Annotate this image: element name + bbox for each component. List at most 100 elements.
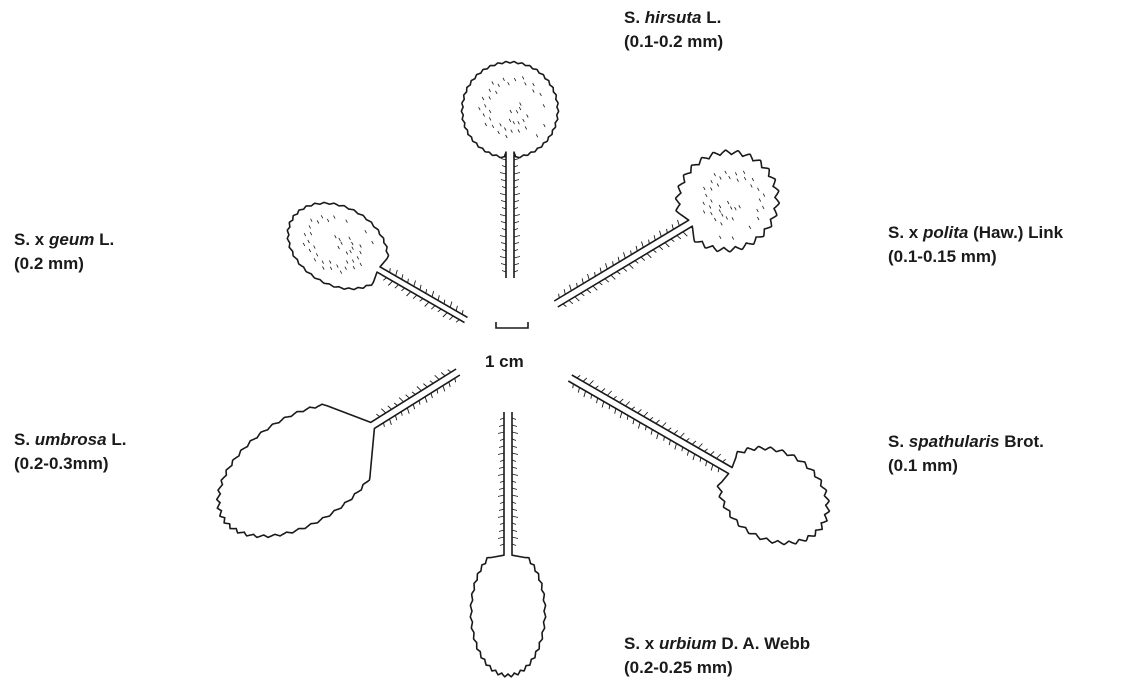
petiole-hair — [500, 194, 506, 196]
petiole-hair — [602, 402, 604, 408]
petiole-hair — [675, 444, 677, 450]
petiole-hair — [401, 288, 404, 291]
leaf-hirsuta — [461, 62, 558, 279]
petiole-hair — [609, 405, 610, 409]
petiole-hair — [420, 299, 423, 302]
petiole-hair — [431, 393, 432, 398]
petiole-hair — [388, 406, 392, 409]
petiole-hair — [599, 282, 602, 285]
petiole-hair — [384, 423, 385, 427]
petiole-hair — [456, 320, 459, 323]
petiole-hair — [449, 382, 450, 387]
petiole-hair — [512, 474, 518, 476]
petiole-hair — [650, 417, 653, 420]
scale-bar — [496, 322, 528, 328]
petiole-hair — [644, 412, 648, 417]
petiole-hair — [514, 236, 520, 238]
petiole-hair — [624, 252, 626, 258]
petiole-hair — [671, 239, 674, 242]
petiole-hair — [575, 297, 579, 301]
petiole-hair — [704, 449, 707, 452]
petiole-hair — [581, 293, 584, 296]
petiole-hair — [402, 274, 403, 279]
petiole-hair — [435, 375, 440, 379]
petiole-hair — [412, 392, 415, 395]
petiole-hair — [438, 309, 441, 312]
petiole-hair — [438, 295, 439, 300]
petiole-hair — [512, 432, 518, 434]
label-urbium: S. x urbium D. A. Webb (0.2-0.25 mm) — [624, 632, 810, 680]
petiole-hair — [613, 261, 614, 265]
petiole-hair — [632, 407, 635, 410]
petiole-hair — [625, 402, 629, 407]
petiole-hair — [383, 278, 386, 281]
petiole-hair — [672, 224, 673, 229]
petiole-hair — [693, 454, 695, 460]
petiole-hair — [706, 461, 707, 466]
petiole-hair — [653, 250, 656, 253]
petiole-hair — [607, 391, 611, 396]
leaf-umbrosa — [217, 369, 460, 537]
petiole-hair — [514, 194, 520, 196]
petiole-hair — [656, 420, 660, 424]
petiole-hair — [563, 304, 566, 307]
petiole-hair — [512, 495, 518, 497]
petiole-hair — [569, 300, 573, 304]
petiole-hair — [450, 302, 452, 308]
petiole-hair — [564, 289, 565, 294]
petiole-hair — [638, 409, 642, 413]
petiole-hair — [583, 378, 587, 382]
petiole-hair — [390, 268, 391, 272]
petiole-hair — [500, 173, 506, 175]
petiole-hair — [620, 412, 622, 418]
petiole-hair — [618, 257, 619, 262]
petiole-hair — [395, 285, 399, 289]
petiole-hair — [500, 257, 506, 259]
petiole-hair — [680, 433, 684, 438]
petiole-hair — [665, 243, 669, 247]
label-hirsuta: S. hirsuta L. (0.1-0.2 mm) — [624, 6, 723, 54]
petiole-hair — [500, 215, 506, 217]
petiole-hair — [498, 432, 504, 434]
petiole-hair — [443, 386, 445, 392]
petiole-hair — [395, 415, 396, 420]
petiole-hair — [593, 286, 597, 290]
petiole-hair — [394, 403, 397, 406]
petiole-hair — [692, 441, 696, 445]
petiole-hair — [577, 283, 578, 287]
petiole-hair — [595, 272, 596, 276]
petiole-hair — [500, 236, 506, 238]
petiole-hair — [426, 289, 427, 293]
petiole-hair — [591, 395, 592, 399]
petiole-hair — [376, 414, 379, 417]
petiole-hair — [498, 537, 504, 539]
petiole-hair — [512, 453, 518, 455]
petiole-hair — [646, 426, 647, 430]
petiole-hair — [600, 268, 601, 273]
petiole-hair — [414, 281, 416, 287]
petiole-hair — [597, 398, 598, 403]
petiole-hair — [636, 246, 637, 251]
petiole-hair — [601, 388, 605, 392]
petiole-hair — [425, 302, 429, 306]
petiole-hair — [674, 430, 678, 434]
petiole-hair — [619, 399, 623, 403]
petiole-hair — [419, 400, 420, 404]
label-spathularis: S. spathularis Brot. (0.1 mm) — [888, 430, 1044, 478]
petiole-hair — [700, 458, 701, 462]
leaf-geum — [287, 202, 467, 322]
petiole-hair — [498, 516, 504, 518]
petiole-hair — [512, 516, 518, 518]
petiole-hair — [399, 398, 404, 402]
petiole-hair — [722, 459, 725, 462]
petiole-hair — [664, 437, 665, 441]
petiole-hair — [431, 306, 435, 310]
petiole-hair — [589, 381, 593, 386]
petiole-hair — [512, 537, 518, 539]
petiole-hair — [573, 384, 574, 388]
petiole-hair — [390, 419, 392, 425]
petiole-hair — [413, 295, 417, 299]
petiole-hair — [444, 300, 445, 304]
petiole-hair — [449, 316, 453, 320]
petiole-hair — [710, 451, 714, 455]
